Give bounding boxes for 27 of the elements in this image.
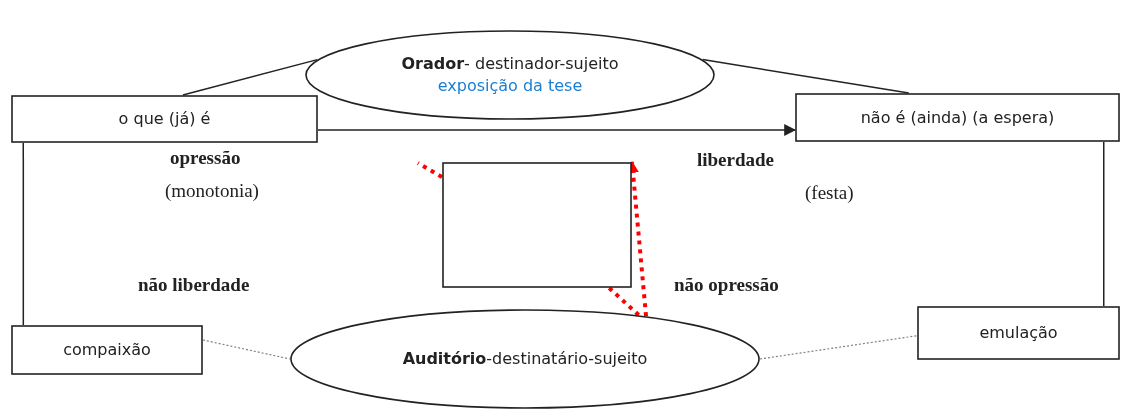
arrow (317, 124, 797, 136)
concept-label: não opressão (674, 274, 779, 296)
speaker-ellipse (305, 30, 715, 120)
emotion-box (917, 306, 1120, 360)
dotted-line (417, 161, 443, 179)
connector-line (182, 58, 319, 96)
note-label: (monotonia) (165, 180, 259, 202)
node-label: o que (já) é (118, 108, 211, 130)
node-label: não é (ainda) (a espera) (860, 106, 1055, 129)
concept-box (795, 93, 1120, 142)
node-label: emulação (979, 322, 1058, 344)
connector-line (701, 58, 910, 94)
node-subtitle: exposição da tese (437, 75, 583, 97)
concept-label: não liberdade (138, 274, 250, 296)
concept-box (11, 95, 318, 143)
node-label: Orador- destinador-sujeito (401, 53, 619, 75)
node-label: Auditório-destinatário-sujeito (402, 348, 648, 370)
connector-line (22, 142, 25, 326)
concept-label: liberdade (697, 149, 775, 171)
connector-line (1103, 141, 1105, 307)
emotion-box (11, 325, 203, 375)
audience-ellipse (290, 309, 760, 409)
concept-label: opressão (170, 147, 241, 169)
node-label: compaixão (63, 339, 151, 361)
dotted-line (607, 286, 641, 317)
empty-box (442, 162, 632, 288)
note-label: (festa) (805, 182, 854, 204)
